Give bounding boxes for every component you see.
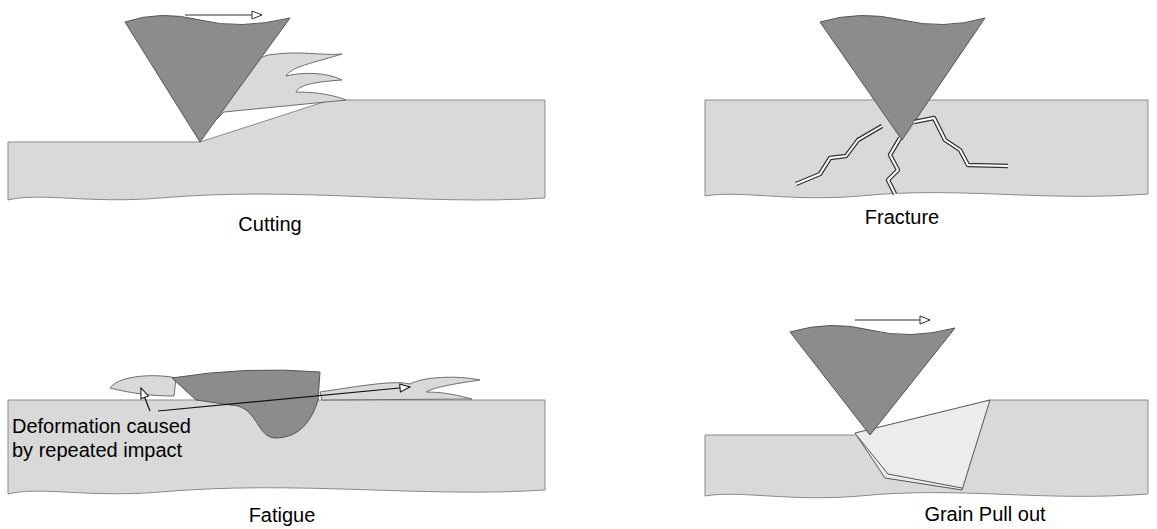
grain-pull-out-figure	[705, 320, 1148, 498]
cutting-tool	[125, 15, 290, 142]
worn-tool	[172, 370, 320, 438]
cutting-tool	[790, 325, 955, 435]
caption-label: Grain Pull out	[924, 502, 1045, 526]
leader-line	[158, 387, 410, 411]
fracture-figure	[705, 15, 1148, 197]
motion-arrow	[185, 14, 262, 15]
caption-label: Fatigue	[249, 503, 316, 527]
callout-text: Deformation caused by repeated impact	[12, 414, 207, 462]
cracks	[796, 118, 1008, 194]
workpiece	[705, 400, 1148, 498]
leader-line	[141, 388, 150, 411]
caption-label: Cutting	[238, 212, 301, 236]
cutting-figure	[8, 15, 545, 200]
workpiece	[8, 100, 545, 200]
fatigue-figure	[8, 370, 545, 494]
caption-label: Fracture	[865, 205, 939, 229]
motion-arrow	[855, 319, 930, 320]
grain-boundary	[858, 437, 962, 488]
fracture-tool	[820, 15, 985, 140]
deformation-lip	[320, 377, 480, 400]
workpiece	[705, 100, 1148, 198]
